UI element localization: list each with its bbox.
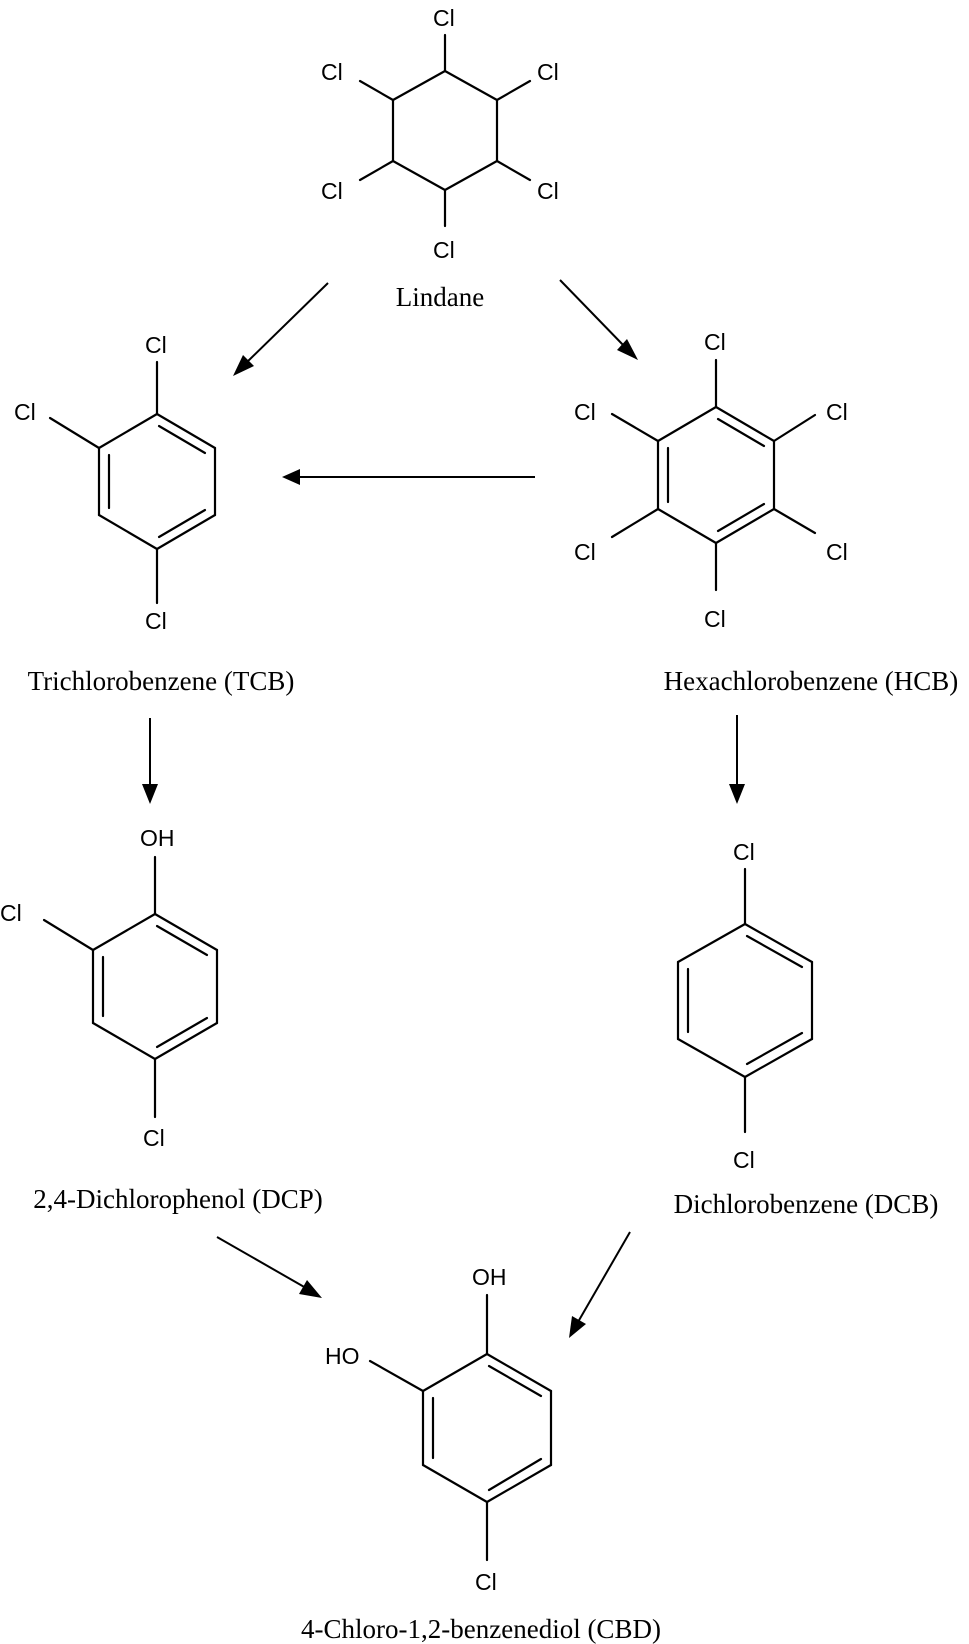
- tcb-structure: Cl Cl Cl Trichlorobenzene (TCB): [14, 332, 294, 696]
- lindane-atom-label: Cl: [321, 59, 343, 85]
- cbd-ring: [421, 1352, 553, 1504]
- dcb-atom-label: Cl: [733, 839, 755, 865]
- cbd-atom-label: OH: [472, 1264, 507, 1290]
- hcb-substituent-bonds: [610, 358, 817, 592]
- tcb-name: Trichlorobenzene (TCB): [28, 666, 295, 696]
- cbd-structure: OH HO Cl 4-Chloro-1,2-benzenediol (CBD): [301, 1264, 661, 1644]
- dcp-atom-label: Cl: [0, 900, 22, 926]
- hcb-atom-label: Cl: [574, 539, 596, 565]
- arrow-dcp-to-cbd: [216, 1236, 322, 1298]
- dcp-structure: OH Cl Cl 2,4-Dichlorophenol (DCP): [0, 825, 323, 1214]
- lindane-atom-label: Cl: [321, 178, 343, 204]
- lindane-name: Lindane: [396, 282, 484, 312]
- hcb-atom-label: Cl: [826, 539, 848, 565]
- arrow-tcb-to-dcp: [142, 718, 158, 804]
- arrow-lindane-to-hcb: [559, 279, 638, 360]
- tcb-atom-label: Cl: [145, 332, 167, 358]
- arrow-hcb-to-dcb: [729, 715, 745, 804]
- tcb-substituent-bonds: [48, 360, 159, 605]
- hcb-name: Hexachlorobenzene (HCB): [664, 666, 959, 696]
- dcp-substituent-bonds: [42, 855, 157, 1119]
- cbd-name: 4-Chloro-1,2-benzenediol (CBD): [301, 1614, 661, 1644]
- lindane-atom-label: Cl: [537, 59, 559, 85]
- cbd-atom-label: HO: [325, 1343, 360, 1369]
- hcb-structure: Cl Cl Cl Cl Cl Cl Hexachlorobenzene (HCB…: [574, 329, 958, 696]
- dcb-ring: [676, 922, 814, 1079]
- arrow-hcb-to-tcb: [282, 469, 535, 485]
- lindane-atom-label: Cl: [537, 178, 559, 204]
- dcp-atom-label: OH: [140, 825, 175, 851]
- dcp-atom-label: Cl: [143, 1125, 165, 1151]
- lindane-atom-label: Cl: [433, 5, 455, 31]
- hcb-atom-label: Cl: [704, 329, 726, 355]
- arrow-dcb-to-cbd: [569, 1231, 631, 1338]
- hcb-ring: [656, 405, 776, 545]
- dcb-name: Dichlorobenzene (DCB): [674, 1189, 939, 1219]
- tcb-atom-label: Cl: [145, 608, 167, 634]
- dcb-structure: Cl Cl Dichlorobenzene (DCB): [674, 839, 939, 1219]
- arrow-lindane-to-tcb: [233, 282, 329, 376]
- lindane-ring: [391, 69, 499, 192]
- cbd-atom-label: Cl: [475, 1569, 497, 1595]
- hcb-atom-label: Cl: [704, 606, 726, 632]
- tcb-atom-label: Cl: [14, 399, 36, 425]
- hcb-atom-label: Cl: [574, 399, 596, 425]
- cbd-substituent-bonds: [368, 1293, 489, 1562]
- lindane-substituent-bonds: [358, 33, 532, 228]
- dcb-atom-label: Cl: [733, 1147, 755, 1173]
- dcp-name: 2,4-Dichlorophenol (DCP): [33, 1184, 322, 1214]
- dcp-ring: [91, 912, 219, 1061]
- tcb-ring: [97, 412, 217, 551]
- lindane-atom-label: Cl: [433, 237, 455, 263]
- lindane-structure: Cl Cl Cl Cl Cl Cl Lindane: [321, 5, 559, 312]
- hcb-atom-label: Cl: [826, 399, 848, 425]
